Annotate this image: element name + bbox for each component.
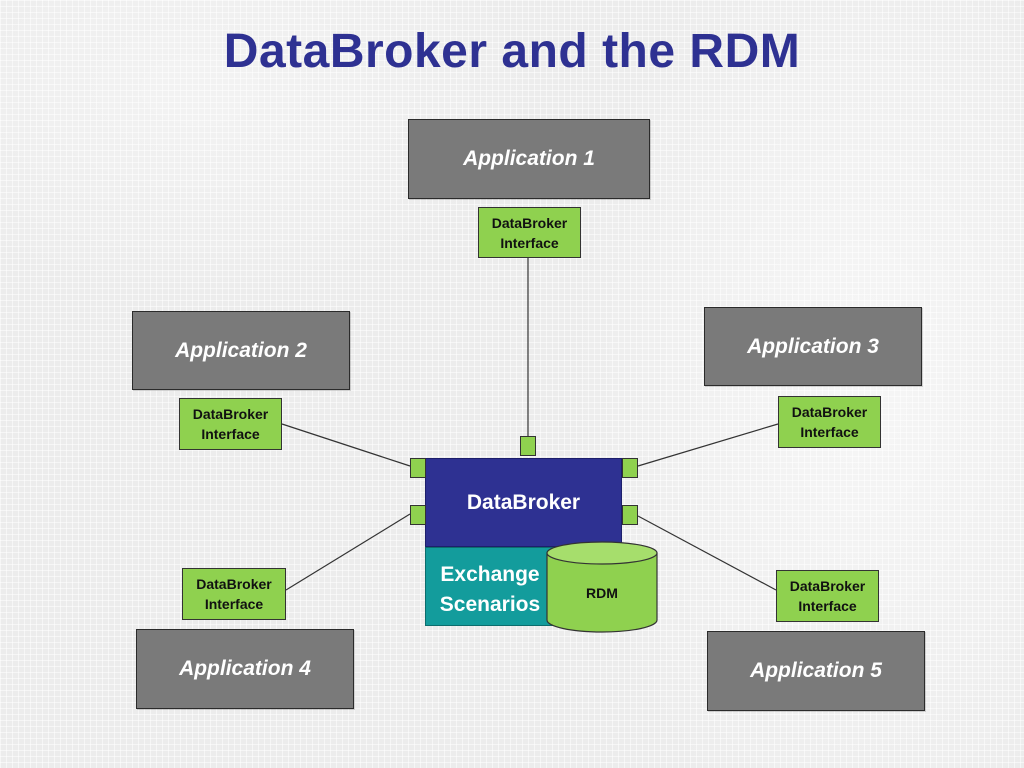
application-1-box: Application 1 <box>408 119 650 199</box>
connector-app4 <box>285 513 411 591</box>
exchange-label-line2: Scenarios <box>439 593 541 616</box>
databroker-interface-5: DataBroker Interface <box>776 570 879 622</box>
databroker-interface-4: DataBroker Interface <box>182 568 286 620</box>
interface-3-line2: Interface <box>800 424 859 440</box>
interface-1-line2: Interface <box>500 234 559 251</box>
interface-2-line2: Interface <box>201 426 260 442</box>
databroker-box: DataBroker <box>425 458 622 547</box>
application-1-label: Application 1 <box>463 147 595 170</box>
port-left-lower <box>410 505 426 525</box>
port-left-upper <box>410 458 426 478</box>
application-3-box: Application 3 <box>704 307 922 386</box>
port-top <box>520 436 536 456</box>
application-5-label: Application 5 <box>750 659 882 682</box>
interface-3-line1: DataBroker <box>791 404 868 420</box>
port-right-upper <box>622 458 638 478</box>
interface-1-line1: DataBroker <box>491 214 568 231</box>
exchange-label-line1: Exchange <box>440 563 540 586</box>
application-2-label: Application 2 <box>175 338 307 362</box>
connector-app3 <box>637 423 779 467</box>
databroker-interface-1: DataBroker Interface <box>478 207 581 258</box>
application-2-box: Application 2 <box>132 311 350 390</box>
interface-5-line2: Interface <box>798 598 857 614</box>
interface-5-line1: DataBroker <box>789 578 866 594</box>
application-4-box: Application 4 <box>136 629 354 709</box>
databroker-interface-2: DataBroker Interface <box>179 398 282 450</box>
slide-title: DataBroker and the RDM <box>223 25 801 78</box>
exchange-scenarios-label: Exchange Scenarios <box>432 560 548 620</box>
databroker-label: DataBroker <box>466 490 581 514</box>
connector-app5 <box>637 515 777 591</box>
rdm-cylinder-icon <box>546 541 658 633</box>
interface-4-line2: Interface <box>204 596 264 612</box>
port-right-lower <box>622 505 638 525</box>
connector-app2 <box>281 423 411 467</box>
interface-2-line1: DataBroker <box>192 406 269 422</box>
databroker-interface-3: DataBroker Interface <box>778 396 881 448</box>
application-5-box: Application 5 <box>707 631 925 711</box>
application-4-label: Application 4 <box>179 657 311 680</box>
application-3-label: Application 3 <box>747 334 879 358</box>
rdm-label: RDM <box>586 585 618 601</box>
interface-4-line1: DataBroker <box>196 576 272 592</box>
